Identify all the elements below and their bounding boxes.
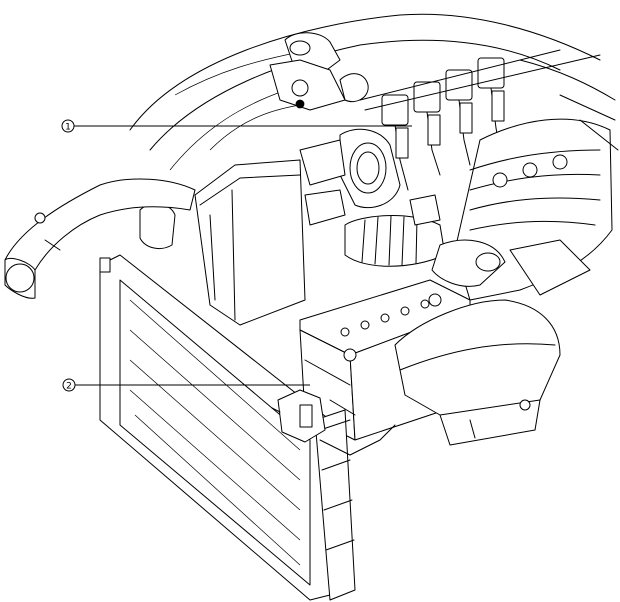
- fresh-air-duct: [4, 178, 196, 299]
- callout-1: 1: [61, 119, 412, 133]
- ignition-coils: [359, 49, 601, 191]
- firewall-outline: [129, 13, 601, 171]
- sensor-bracket: [271, 389, 396, 456]
- intake-hose: [344, 194, 506, 287]
- callout-2-circle: [62, 378, 76, 392]
- callout-1-label: 1: [65, 123, 71, 133]
- brake-reservoir: [269, 32, 369, 111]
- fuse-box: [394, 299, 561, 446]
- radiator: [99, 254, 356, 601]
- air-cleaner-box: [139, 159, 306, 326]
- callout-2-label: 2: [66, 382, 72, 392]
- callout-2: 2: [62, 378, 310, 392]
- throttle-body: [299, 128, 401, 226]
- callout-1-circle: [61, 119, 75, 133]
